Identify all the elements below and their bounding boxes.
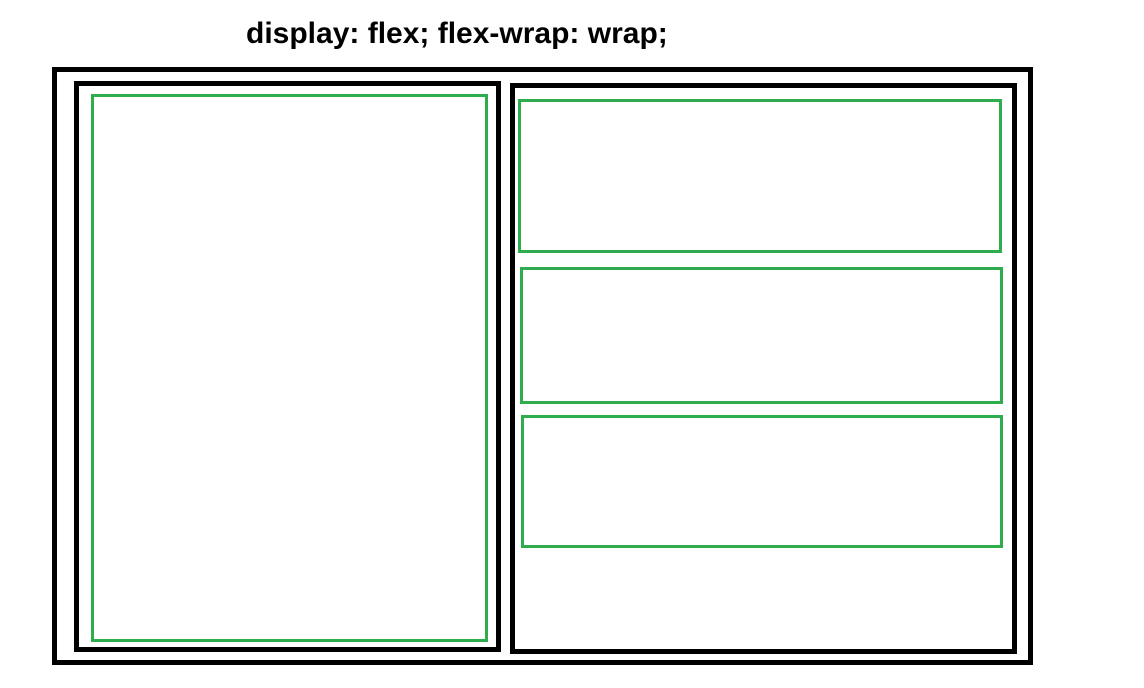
right-flex-item-3 <box>521 415 1003 548</box>
right-flex-item-2 <box>520 267 1003 404</box>
diagram-title: display: flex; flex-wrap: wrap; <box>246 17 668 50</box>
right-flex-item-1 <box>518 99 1002 253</box>
right-column-box <box>510 83 1017 654</box>
left-flex-item <box>91 94 488 642</box>
left-column-box <box>74 81 501 652</box>
flex-container <box>52 67 1033 665</box>
